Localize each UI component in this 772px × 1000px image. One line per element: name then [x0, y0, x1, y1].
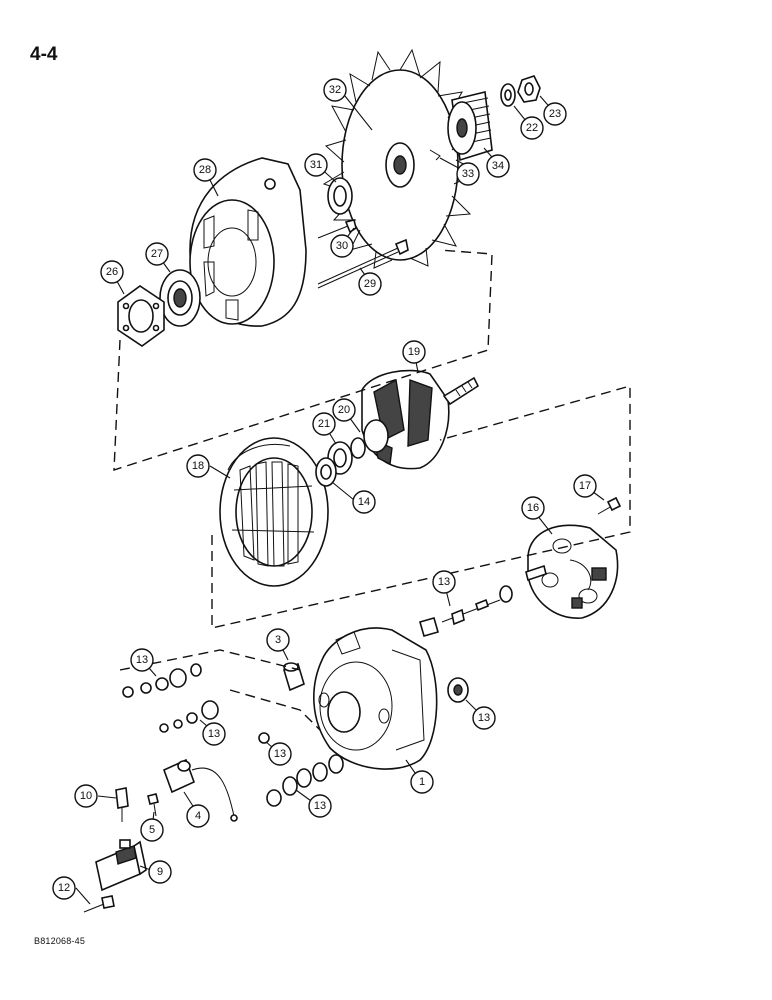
callout-21: 21	[312, 412, 336, 436]
voltage-regulator-part	[95, 839, 147, 892]
screw-part	[147, 793, 159, 817]
callout-13-lower: 13	[308, 794, 332, 818]
callout-13-cap: 13	[472, 706, 496, 730]
callout-26: 26	[100, 260, 124, 284]
fan-part	[322, 48, 480, 269]
callout-19: 19	[402, 340, 426, 364]
svg-text:3: 3	[275, 634, 281, 646]
small-nut-part	[258, 732, 270, 744]
svg-text:19: 19	[408, 346, 420, 358]
callout-13-stud: 13	[432, 570, 456, 594]
callout-9: 9	[148, 860, 172, 884]
svg-text:12: 12	[58, 882, 70, 894]
callout-1: 1	[410, 770, 434, 794]
svg-text:13: 13	[136, 654, 148, 666]
svg-text:32: 32	[329, 84, 341, 96]
rectifier-plate-part	[525, 496, 622, 619]
svg-text:26: 26	[106, 266, 118, 278]
terminal-part	[115, 787, 129, 822]
bushing-part	[283, 662, 305, 692]
callout-29: 29	[358, 272, 382, 296]
stator-part	[219, 437, 329, 587]
svg-text:28: 28	[199, 164, 211, 176]
callout-18: 18	[186, 454, 210, 478]
stator-ring-part	[315, 457, 337, 487]
screw-12-part	[83, 895, 115, 913]
callout-20: 20	[332, 398, 356, 422]
callout-14: 14	[352, 490, 376, 514]
svg-text:22: 22	[526, 122, 538, 134]
callout-32: 32	[323, 78, 347, 102]
callout-3: 3	[266, 628, 290, 652]
callout-4: 4	[186, 804, 210, 828]
rotor-part	[350, 369, 480, 470]
svg-text:34: 34	[492, 160, 504, 172]
callout-16: 16	[521, 496, 545, 520]
capacitor-part	[162, 758, 238, 822]
pulley-assembly-part	[429, 75, 541, 162]
callout-22: 22	[520, 116, 544, 140]
svg-text:31: 31	[310, 159, 322, 171]
screw-and-bolt-part	[317, 219, 409, 289]
washer-stack-upper-part	[122, 663, 202, 698]
svg-text:4: 4	[195, 810, 201, 822]
svg-text:16: 16	[527, 502, 539, 514]
washer-stack-lower-part	[266, 754, 344, 807]
callout-13-upper: 13	[130, 648, 154, 672]
rubber-cap-part	[447, 677, 469, 703]
svg-text:23: 23	[549, 108, 561, 120]
callout-13-nut: 13	[268, 742, 292, 766]
svg-text:33: 33	[462, 168, 474, 180]
callout-23: 23	[543, 102, 567, 126]
callout-31: 31	[304, 153, 328, 177]
callout-34: 34	[486, 154, 510, 178]
svg-text:13: 13	[478, 712, 490, 724]
svg-text:13: 13	[438, 576, 450, 588]
svg-text:21: 21	[318, 418, 330, 430]
svg-text:13: 13	[274, 748, 286, 760]
svg-text:13: 13	[314, 800, 326, 812]
callout-5: 5	[140, 818, 164, 842]
rear-bearing-part	[159, 269, 201, 327]
svg-text:29: 29	[364, 278, 376, 290]
svg-text:10: 10	[80, 790, 92, 802]
slip-ring-end-housing-part	[313, 627, 438, 770]
callout-12: 12	[52, 876, 76, 900]
callout-10: 10	[74, 784, 98, 808]
callout-13-middle: 13	[202, 722, 226, 746]
terminal-stud-part	[419, 585, 513, 637]
callout-28: 28	[193, 158, 217, 182]
svg-text:13: 13	[208, 728, 220, 740]
bearing-retainer-part	[117, 285, 165, 347]
callout-17: 17	[573, 474, 597, 498]
svg-text:14: 14	[358, 496, 370, 508]
washer-stack-middle-part	[159, 700, 219, 733]
figure-code: B812068-45	[34, 936, 86, 946]
svg-text:5: 5	[149, 824, 155, 836]
callout-27: 27	[145, 242, 169, 266]
svg-text:17: 17	[579, 480, 591, 492]
svg-text:18: 18	[192, 460, 204, 472]
svg-text:20: 20	[338, 404, 350, 416]
svg-text:1: 1	[419, 776, 425, 788]
drive-end-housing-part	[189, 157, 307, 327]
callout-30: 30	[330, 234, 354, 258]
page-title: 4-4	[30, 44, 58, 65]
assembly-dashed-lines	[113, 249, 631, 731]
front-bearing-part	[327, 177, 353, 215]
callout-33: 33	[456, 162, 480, 186]
svg-text:27: 27	[151, 248, 163, 260]
svg-text:9: 9	[157, 866, 163, 878]
svg-text:30: 30	[336, 240, 348, 252]
